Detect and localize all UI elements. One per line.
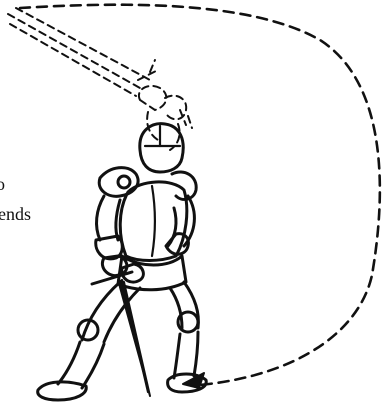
ghost-arms	[139, 86, 192, 150]
knight-figure	[38, 124, 207, 400]
swing-arc-path	[20, 5, 380, 385]
ghost-sword	[8, 8, 158, 96]
